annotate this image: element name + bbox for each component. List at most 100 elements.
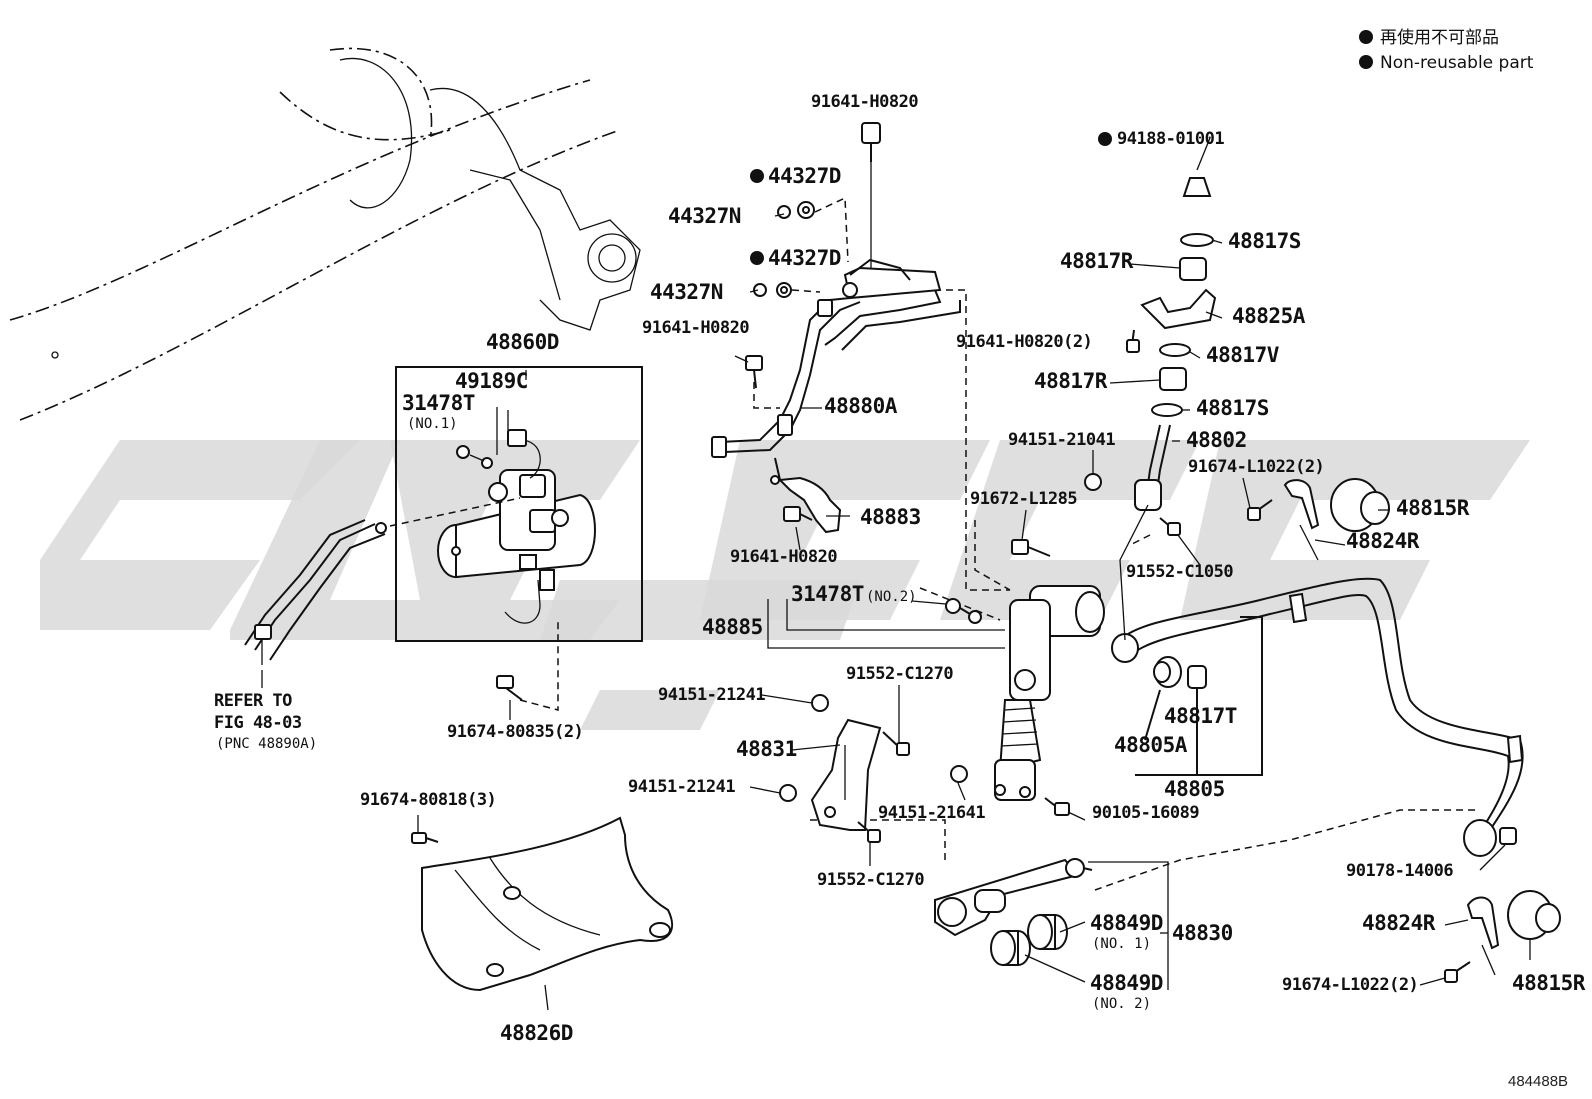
label-48817r-b[interactable]: 48817R [1034, 369, 1108, 393]
label-48815r-a[interactable]: 48815R [1396, 496, 1470, 520]
label-48815r-b[interactable]: 48815R [1512, 971, 1586, 995]
label-91641-h0820-2[interactable]: 91641-H0820(2) [956, 332, 1093, 352]
label-refer-to: REFER TO [214, 691, 292, 711]
actuator-pump [437, 429, 596, 624]
label-48817s-b[interactable]: 48817S [1196, 396, 1269, 420]
label-44327d-b[interactable]: 44327D [768, 246, 841, 270]
filled-circle-icon [1359, 30, 1373, 44]
label-31478t-no1: (NO.1) [407, 416, 458, 432]
label-48817v[interactable]: 48817V [1206, 343, 1280, 367]
actuator-assembly-box [395, 366, 643, 642]
label-pnc-48890a: (PNC 48890A) [216, 736, 317, 752]
label-48805[interactable]: 48805 [1164, 777, 1225, 801]
bracket-48815r-top [1330, 478, 1390, 532]
label-48802[interactable]: 48802 [1186, 428, 1247, 452]
label-48826d[interactable]: 48826D [500, 1021, 573, 1045]
label-31478t[interactable]: 31478T [402, 391, 475, 415]
label-91552-c1050[interactable]: 91552-C1050 [1126, 562, 1234, 582]
filled-circle-icon [1359, 55, 1373, 69]
label-91674-l1022-b[interactable]: 91674-L1022(2) [1282, 975, 1419, 995]
label-48831[interactable]: 48831 [736, 737, 797, 761]
label-90178-14006[interactable]: 90178-14006 [1346, 861, 1454, 881]
label-48805a[interactable]: 48805A [1114, 733, 1188, 757]
label-91641-h0820-top[interactable]: 91641-H0820 [811, 92, 919, 112]
label-48825a[interactable]: 48825A [1232, 304, 1306, 328]
arm-assembly-48830 [934, 858, 1093, 937]
nut-94151-21241-a [811, 694, 829, 712]
non-reusable-marker-icon [1098, 132, 1112, 146]
label-48849d-no2-suffix: (NO. 2) [1092, 996, 1151, 1012]
non-reusable-marker-icon [750, 169, 764, 183]
label-91552-c1270-a[interactable]: 91552-C1270 [846, 664, 954, 684]
bolt-91641-h0820-top [861, 122, 881, 268]
label-fig-48-03[interactable]: FIG 48-03 [214, 713, 302, 733]
union-bolts-44327 [753, 196, 849, 298]
legend-en: Non-reusable part [1380, 53, 1534, 73]
label-48880a[interactable]: 48880A [824, 394, 898, 418]
height-control-link-48885 [994, 585, 1105, 801]
label-91674-l1022-a[interactable]: 91674-L1022(2) [1188, 457, 1325, 477]
label-48824r-b[interactable]: 48824R [1362, 911, 1436, 935]
label-48849d-no1-suffix: (NO. 1) [1092, 936, 1151, 952]
diagram-code: 484488B [1508, 1073, 1568, 1090]
label-48849d-no1[interactable]: 48849D [1090, 911, 1163, 935]
nut-94151-21241-b [779, 784, 797, 802]
part-labels: 91641-H0820 44327D 44327N 44327D 44327N … [214, 92, 1586, 1045]
label-91674-80835[interactable]: 91674-80835(2) [447, 722, 584, 742]
bolt-91641-h0820-low [783, 506, 813, 522]
leader-lines [261, 137, 1531, 1011]
stabilizer-link-48802 [1119, 177, 1217, 641]
label-44327d-a[interactable]: 44327D [768, 164, 841, 188]
label-48849d-no2[interactable]: 48849D [1090, 971, 1163, 995]
label-94188-01001[interactable]: 94188-01001 [1117, 129, 1225, 149]
label-91641-h0820-low[interactable]: 91641-H0820 [730, 547, 838, 567]
label-90105-16089[interactable]: 90105-16089 [1092, 803, 1200, 823]
bolt-91674-l1022-top [1247, 499, 1273, 521]
label-91641-h0820-mid[interactable]: 91641-H0820 [642, 318, 750, 338]
bushing-48805a [1153, 656, 1182, 688]
bushing-48849d-no2 [990, 930, 1031, 966]
label-91672-l1285[interactable]: 91672-L1285 [970, 489, 1078, 509]
label-91552-c1270-b[interactable]: 91552-C1270 [817, 870, 925, 890]
label-48824r-a[interactable]: 48824R [1346, 529, 1420, 553]
label-31478t-no2[interactable]: 31478T [791, 582, 864, 606]
bracket-48815r-bottom [1507, 890, 1561, 940]
guide-lines-right [1094, 534, 1480, 891]
label-48817r-a[interactable]: 48817R [1060, 249, 1134, 273]
bolt-91672-l1285 [1011, 539, 1051, 557]
bolt-91552-c1050 [1159, 517, 1181, 536]
label-48883[interactable]: 48883 [860, 505, 921, 529]
brake-lines-left [244, 497, 521, 665]
label-94151-21041[interactable]: 94151-21041 [1008, 430, 1116, 450]
clamp-48824r-bottom [1466, 896, 1500, 976]
collar-48817t [1187, 665, 1207, 689]
clip-90178-14006 [1499, 827, 1517, 845]
label-48860d[interactable]: 48860D [486, 330, 559, 354]
label-44327n-b[interactable]: 44327N [650, 280, 723, 304]
label-49189c[interactable]: 49189C [455, 369, 528, 393]
label-48830[interactable]: 48830 [1172, 921, 1233, 945]
small-bolt-31478t-no1 [456, 445, 493, 469]
watermark-logo [40, 440, 1530, 730]
stabilizer-bar [1111, 577, 1524, 857]
label-94151-21641[interactable]: 94151-21641 [878, 803, 986, 823]
label-91674-80818[interactable]: 91674-80818(3) [360, 790, 497, 810]
bolt-91641-h0820-mid [745, 355, 763, 389]
heat-insulator [411, 816, 673, 992]
bracket-48883 [770, 457, 842, 534]
nut-94151-21041 [1084, 473, 1102, 491]
label-94151-21241-b[interactable]: 94151-21241 [628, 777, 736, 797]
label-48885[interactable]: 48885 [702, 615, 763, 639]
bolt-91552-c1270-a [882, 731, 910, 756]
label-94151-21241-a[interactable]: 94151-21241 [658, 685, 766, 705]
label-48817s-a[interactable]: 48817S [1228, 229, 1301, 253]
label-48817t[interactable]: 48817T [1164, 704, 1237, 728]
label-44327n-a[interactable]: 44327N [668, 204, 741, 228]
pipe-assembly-48880a [711, 258, 961, 458]
bracket-48831 [810, 718, 882, 831]
legend-ja: 再使用不可部品 [1380, 27, 1499, 48]
clamp-48824r-top [1283, 479, 1320, 561]
bolt-91674-l1022-bottom [1444, 961, 1471, 983]
bolt-90105-16089 [1044, 797, 1070, 816]
bolt-91552-c1270-b [857, 821, 881, 843]
